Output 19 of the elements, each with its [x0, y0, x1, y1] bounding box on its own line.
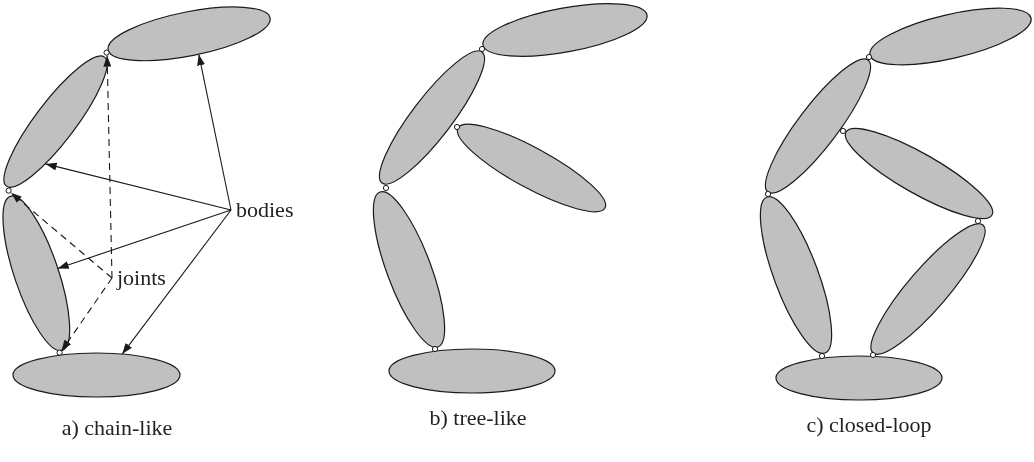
dashed-leader-arrow	[10, 192, 113, 279]
leader-arrow	[57, 209, 232, 270]
leader-arrow	[45, 162, 232, 211]
leader-arrow	[121, 209, 232, 355]
panel-caption: a) chain-like	[61, 417, 173, 439]
joint-circle	[103, 49, 111, 57]
body-ellipse	[106, 6, 272, 62]
callout-label: bodies	[232, 199, 294, 221]
callout-label: joints	[113, 267, 166, 289]
joint-circle	[56, 349, 64, 357]
dashed-leader-arrow	[103, 55, 113, 279]
joint-circle	[5, 187, 13, 195]
panel-caption: b) tree-like	[429, 407, 527, 429]
panel-caption: c) closed-loop	[806, 414, 932, 436]
body-ellipse	[1, 194, 71, 352]
leader-arrow	[197, 53, 232, 211]
dashed-leader-arrow	[60, 277, 113, 352]
body-ellipse	[12, 352, 181, 398]
body-ellipse	[3, 54, 109, 189]
